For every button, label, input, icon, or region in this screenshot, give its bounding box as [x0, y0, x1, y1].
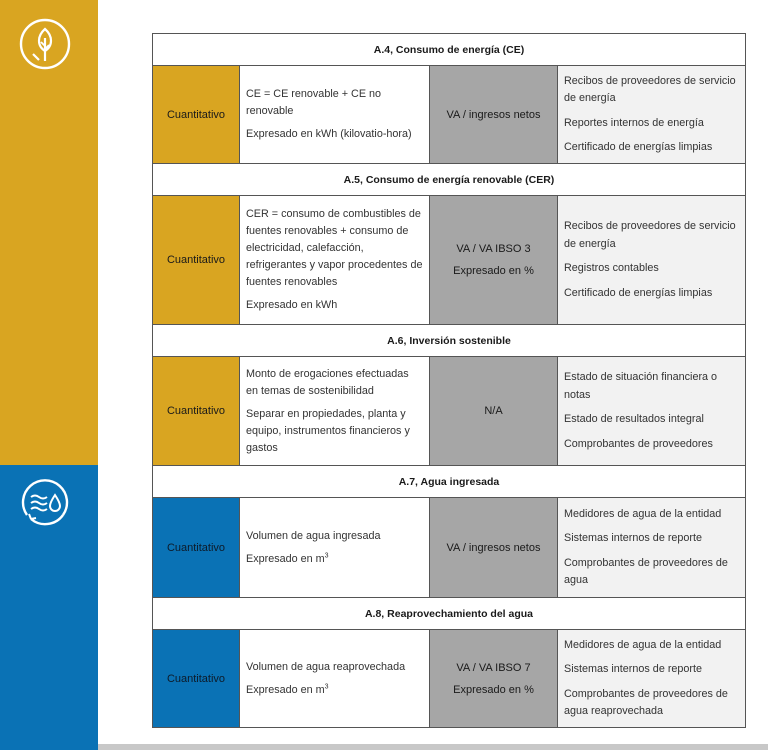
formula-cell: Volumen de agua reaprovechada Expresado …	[240, 630, 430, 727]
source-item: Comprobantes de proveedores	[564, 437, 713, 450]
unit-text: Expresado en kWh	[246, 299, 338, 311]
unit-superscript: 3	[324, 551, 329, 559]
bottom-strip	[98, 744, 768, 750]
source-item: Comprobantes de proveedores de agua reap…	[564, 687, 728, 718]
section-header: A.8, Reaprovechamiento del agua	[153, 598, 745, 630]
sources-cell: Estado de situación financiera o notas E…	[558, 357, 745, 465]
source-item: Sistemas internos de reporte	[564, 663, 703, 675]
metric-cell: VA / ingresos netos	[430, 498, 558, 597]
formula-text: Monto de erogaciones efectuadas en temas…	[246, 367, 409, 397]
unit-text: Expresado en kWh (kilovatio-hora)	[246, 128, 412, 140]
leaf-sprout-icon	[19, 18, 71, 70]
metric-cell: VA / VA IBSO 3 Expresado en %	[430, 196, 558, 324]
unit-text: Expresado en m3	[246, 682, 423, 699]
source-item: Comprobantes de proveedores de agua	[564, 556, 728, 587]
formula-text: CE = CE renovable + CE no renovable	[246, 88, 382, 117]
formula-text: Volumen de agua ingresada	[246, 529, 381, 542]
source-item: Recibos de proveedores de servicio de en…	[564, 74, 736, 105]
unit-superscript: 3	[324, 682, 329, 690]
section-header: A.7, Agua ingresada	[153, 466, 745, 498]
indicator-table: A.4, Consumo de energía (CE) Cuantitativ…	[152, 33, 746, 728]
source-item: Registros contables	[564, 262, 659, 274]
sources-cell: Medidores de agua de la entidad Sistemas…	[558, 630, 745, 727]
table-row: Cuantitativo Volumen de agua ingresada E…	[153, 498, 745, 598]
source-item: Medidores de agua de la entidad	[564, 507, 722, 520]
sources-cell: Recibos de proveedores de servicio de en…	[558, 196, 745, 324]
unit-label: Expresado en m	[246, 683, 325, 696]
metric-cell: VA / VA IBSO 7 Expresado en %	[430, 630, 558, 727]
metric-unit: Expresado en %	[453, 265, 534, 277]
source-item: Medidores de agua de la entidad	[564, 638, 722, 651]
metric-text: N/A	[484, 405, 503, 417]
indicator-type: Cuantitativo	[153, 498, 240, 597]
source-item: Certificado de energías limpias	[564, 141, 713, 153]
indicator-type: Cuantitativo	[153, 66, 240, 163]
source-item: Estado de situación financiera o notas	[564, 371, 718, 401]
sidebar	[0, 0, 98, 750]
indicator-type: Cuantitativo	[153, 630, 240, 727]
sidebar-energy-band	[0, 0, 98, 465]
section-header: A.5, Consumo de energía renovable (CER)	[153, 164, 745, 196]
table-row: Cuantitativo Volumen de agua reaprovecha…	[153, 630, 745, 727]
unit-text: Expresado en m3	[246, 551, 423, 568]
sources-cell: Recibos de proveedores de servicio de en…	[558, 66, 745, 163]
unit-text: Separar en propiedades, planta y equipo,…	[246, 407, 410, 454]
formula-text: Volumen de agua reaprovechada	[246, 660, 406, 673]
metric-text: VA / ingresos netos	[446, 108, 541, 121]
metric-text: VA / ingresos netos	[446, 541, 541, 554]
source-item: Estado de resultados integral	[564, 413, 704, 425]
sources-cell: Medidores de agua de la entidad Sistemas…	[558, 498, 745, 597]
section-header: A.4, Consumo de energía (CE)	[153, 34, 745, 66]
formula-cell: CE = CE renovable + CE no renovable Expr…	[240, 66, 430, 163]
formula-cell: Volumen de agua ingresada Expresado en m…	[240, 498, 430, 597]
source-item: Sistemas internos de reporte	[564, 532, 703, 544]
table-row: Cuantitativo CER = consumo de combustibl…	[153, 196, 745, 325]
metric-text: VA / VA IBSO 3	[456, 243, 531, 255]
metric-text: VA / VA IBSO 7	[456, 661, 531, 674]
metric-cell: N/A	[430, 357, 558, 465]
water-waves-drop-icon	[21, 479, 69, 526]
formula-cell: Monto de erogaciones efectuadas en temas…	[240, 357, 430, 465]
formula-text: CER = consumo de combustibles de fuentes…	[246, 208, 423, 288]
table-row: Cuantitativo Monto de erogaciones efectu…	[153, 357, 745, 466]
indicator-type: Cuantitativo	[153, 196, 240, 324]
metric-cell: VA / ingresos netos	[430, 66, 558, 163]
source-item: Recibos de proveedores de servicio de en…	[564, 220, 736, 250]
formula-cell: CER = consumo de combustibles de fuentes…	[240, 196, 430, 324]
source-item: Reportes internos de energía	[564, 116, 704, 129]
table-row: Cuantitativo CE = CE renovable + CE no r…	[153, 66, 745, 164]
indicator-type: Cuantitativo	[153, 357, 240, 465]
metric-unit: Expresado en %	[453, 683, 534, 696]
source-item: Certificado de energías limpias	[564, 286, 713, 299]
unit-label: Expresado en m	[246, 552, 325, 565]
section-header: A.6, Inversión sostenible	[153, 325, 745, 357]
sidebar-water-band	[0, 465, 98, 750]
